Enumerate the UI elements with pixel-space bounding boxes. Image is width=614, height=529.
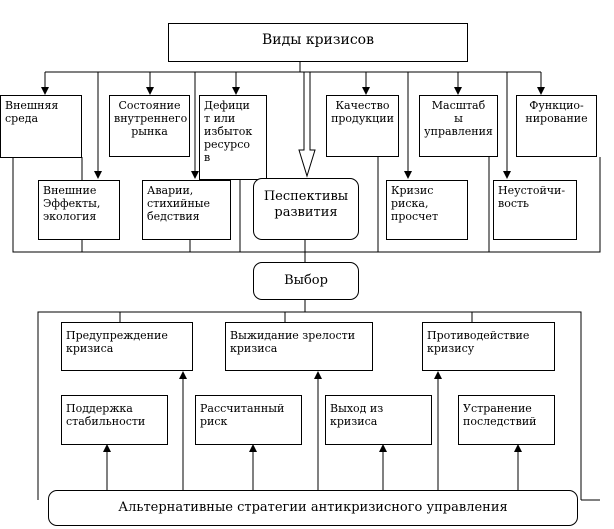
perspectives-box: Песпективы развития — [253, 178, 359, 240]
choice-box: Выбор — [253, 262, 359, 300]
strategy-exit-crisis: Выход из кризиса — [325, 395, 432, 445]
type-internal-market: Состояние внутреннего рынка — [109, 95, 190, 157]
title-box: Виды кризисов — [168, 23, 468, 62]
type-functioning: Функцио- нирование — [516, 95, 597, 157]
strategy-elimination: Устранение последствий — [458, 395, 555, 445]
strategy-counteraction: Противодействие кризису — [422, 322, 555, 371]
strategy-prevention: Предупреждение кризиса — [61, 322, 193, 371]
strategy-stability: Поддержка стабильности — [61, 395, 168, 445]
type-product-quality: Качество продукции — [326, 95, 399, 157]
subtype-instability: Неустойчи- вость — [493, 180, 577, 240]
type-external-environment: Внешняя среда — [0, 95, 82, 158]
subtype-risk-crisis: Кризис риска, просчет — [386, 180, 468, 240]
subtype-external-effects: Внешние Эффекты, экология — [38, 180, 120, 240]
strategy-waiting: Выжидание зрелости кризиса — [225, 322, 373, 371]
type-management-scale: Масштаб ы управления — [419, 95, 498, 157]
type-resources: Дефици т или избыток ресурсо в — [199, 95, 267, 180]
subtype-accidents: Аварии, стихийные бедствия — [142, 180, 231, 240]
alternative-strategies-bar: Альтернативные стратегии антикризисного … — [48, 490, 578, 526]
strategy-calculated-risk: Рассчитанный риск — [195, 395, 302, 445]
